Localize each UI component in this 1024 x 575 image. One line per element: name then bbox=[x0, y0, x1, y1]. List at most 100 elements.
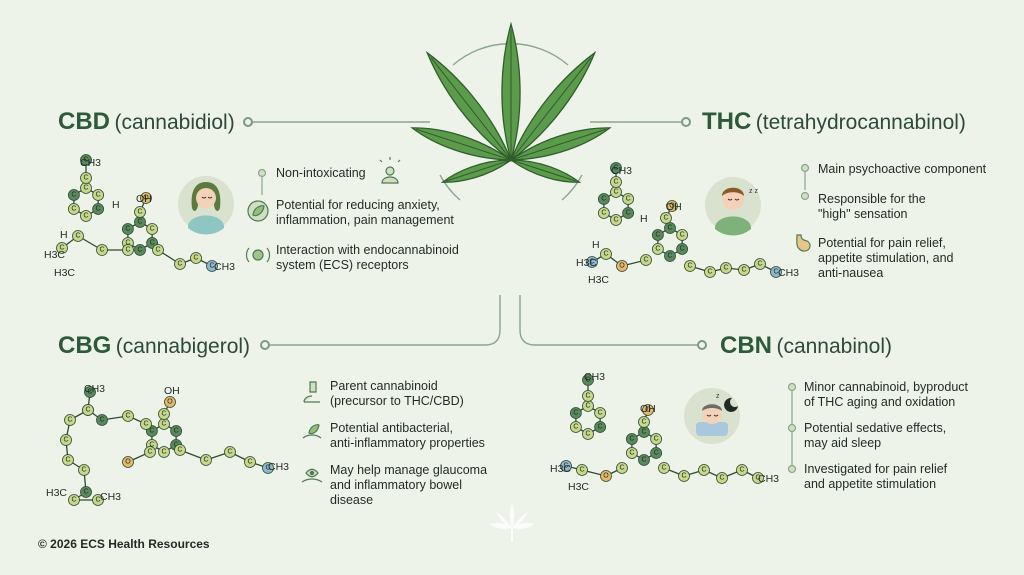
atom-label: C bbox=[125, 240, 130, 247]
cannabis-leaf-icon bbox=[410, 21, 612, 183]
atom-node bbox=[638, 416, 650, 428]
atom-label: C bbox=[573, 410, 578, 417]
cbg-point: May help manage glaucoma and inflammator… bbox=[330, 463, 488, 507]
atom-label: C bbox=[629, 436, 634, 443]
thc-point: Responsible for the "high" sensation bbox=[818, 192, 926, 221]
atom-label: C bbox=[155, 247, 160, 254]
atom-label: C bbox=[585, 393, 590, 400]
atom-node bbox=[738, 264, 750, 276]
atom-label: C bbox=[667, 225, 672, 232]
receptor-icon bbox=[245, 247, 271, 263]
atom-node bbox=[67, 203, 80, 215]
atom-node bbox=[174, 444, 186, 456]
atom-label: C bbox=[601, 196, 606, 203]
atom-node bbox=[676, 243, 689, 255]
svg-text:z z: z z bbox=[749, 188, 758, 195]
atom-label: C bbox=[177, 447, 182, 454]
group-label: H3C bbox=[54, 267, 75, 279]
atom-node bbox=[704, 266, 716, 278]
atom-label: C bbox=[723, 265, 728, 272]
atom-node bbox=[158, 446, 170, 458]
atom-node bbox=[622, 207, 635, 219]
person-glow-icon bbox=[379, 157, 401, 184]
atom-label: C bbox=[680, 232, 685, 239]
atom-label: C bbox=[757, 261, 762, 268]
atom-label: C bbox=[707, 269, 712, 276]
atom-node bbox=[597, 193, 610, 205]
atom-label: C bbox=[598, 424, 603, 431]
leaf-hand-icon bbox=[302, 424, 322, 439]
atom-node bbox=[144, 446, 156, 458]
atom-node bbox=[664, 222, 676, 234]
atom-node bbox=[190, 252, 202, 264]
atom-node bbox=[650, 433, 663, 445]
atom-node bbox=[92, 494, 104, 506]
thc-title: THC (tetrahydrocannabinol) bbox=[702, 108, 966, 136]
atom-node bbox=[660, 212, 672, 224]
atom-node bbox=[664, 250, 676, 262]
atom-node bbox=[64, 414, 76, 426]
atom-label: C bbox=[719, 475, 724, 482]
atom-node bbox=[586, 256, 598, 268]
atom-node bbox=[244, 456, 256, 468]
atom-node bbox=[174, 258, 186, 270]
cbn-point: Investigated for pain relief and appetit… bbox=[804, 462, 948, 491]
atom-label: C bbox=[125, 413, 130, 420]
atom-label: C bbox=[643, 257, 648, 264]
cbn-name: (cannabinol) bbox=[776, 335, 893, 358]
atom-label: C bbox=[149, 428, 154, 435]
atom-label: C bbox=[174, 442, 179, 449]
bullet-icons bbox=[245, 157, 811, 483]
group-label: CH3 bbox=[84, 383, 105, 395]
atom-label: C bbox=[143, 421, 148, 428]
group-label: H bbox=[592, 239, 600, 251]
atom-label: C bbox=[67, 417, 72, 424]
atom-label: C bbox=[83, 489, 88, 496]
atom-node bbox=[121, 223, 134, 235]
microscope-icon bbox=[303, 381, 320, 403]
eye-hand-icon bbox=[301, 468, 323, 483]
atom-label: O bbox=[125, 459, 131, 466]
atom-node bbox=[594, 421, 607, 433]
atom-label: C bbox=[85, 407, 90, 414]
group-label: H3C bbox=[46, 487, 67, 499]
atom-label: C bbox=[63, 437, 68, 444]
atom-node bbox=[158, 408, 170, 420]
atom-node bbox=[140, 418, 152, 430]
atom-label: C bbox=[87, 389, 92, 396]
atom-node bbox=[170, 425, 183, 437]
atom-label: C bbox=[613, 165, 618, 172]
atom-label: C bbox=[71, 497, 76, 504]
atom-node bbox=[62, 454, 74, 466]
sprout-icon bbox=[490, 504, 534, 542]
atom-node bbox=[582, 428, 594, 440]
atom-node bbox=[134, 206, 146, 218]
group-label: CH3 bbox=[611, 165, 632, 177]
cbg-molecule: CCCCCCCCCCCCCCCCCCCCCCCCCOCOCH3OHH3CCH3C… bbox=[46, 383, 289, 506]
atom-label: C bbox=[174, 428, 179, 435]
atom-node bbox=[651, 229, 664, 241]
atom-label: C bbox=[641, 419, 646, 426]
atom-node bbox=[206, 260, 218, 272]
thc-abbr: THC bbox=[702, 108, 752, 135]
group-label: OH bbox=[640, 403, 656, 415]
group-label: H bbox=[640, 213, 648, 225]
atom-label: C bbox=[641, 457, 646, 464]
thc-name: (tetrahydrocannabinol) bbox=[755, 111, 966, 134]
group-label: OH bbox=[164, 385, 180, 397]
atom-node bbox=[67, 189, 80, 201]
cbn-point: Potential sedative effects, may aid slee… bbox=[804, 421, 947, 450]
atom-node bbox=[638, 454, 650, 466]
atom-label: C bbox=[655, 246, 660, 253]
atom-node bbox=[134, 244, 146, 256]
atom-label: C bbox=[563, 463, 568, 470]
atom-label: C bbox=[81, 467, 86, 474]
cbg-title: CBG (cannabigerol) bbox=[58, 332, 250, 360]
atom-label: C bbox=[585, 403, 590, 410]
atom-label: C bbox=[681, 473, 686, 480]
atom-label: C bbox=[71, 206, 76, 213]
group-label: CH3 bbox=[778, 267, 799, 279]
atom-node bbox=[80, 154, 92, 166]
atom-node bbox=[72, 230, 84, 242]
